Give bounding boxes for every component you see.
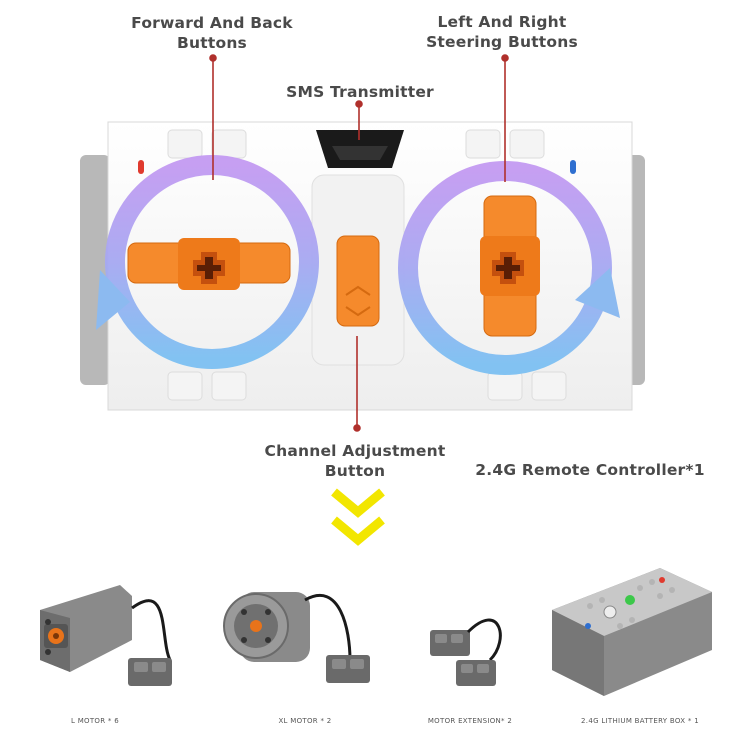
left-right-steering-label: Left And Right Steering Buttons bbox=[426, 13, 578, 51]
power-indicator-icon bbox=[625, 595, 635, 605]
blue-indicator bbox=[570, 160, 576, 174]
motor-extension-image bbox=[430, 618, 502, 686]
sms-transmitter-label: SMS Transmitter bbox=[286, 83, 434, 101]
forward-back-rotation-arrow-icon bbox=[96, 155, 319, 369]
component-caption-l-motor: L MOTOR * 6 bbox=[70, 717, 120, 725]
left-right-steering-button[interactable] bbox=[480, 195, 540, 337]
component-caption-xl-motor: XL MOTOR * 2 bbox=[278, 717, 332, 725]
forward-back-label: Forward And Back Buttons bbox=[131, 14, 293, 52]
forward-back-button[interactable] bbox=[127, 238, 291, 290]
remote-controller bbox=[80, 121, 645, 411]
down-chevron-icon bbox=[331, 488, 385, 546]
channel-adjustment-button[interactable] bbox=[336, 235, 380, 327]
xl-motor-image bbox=[223, 592, 370, 683]
channel-adjustment-label: Channel Adjustment Button bbox=[264, 442, 446, 480]
product-name-label: 2.4G Remote Controller*1 bbox=[475, 461, 705, 479]
battery-box-image bbox=[552, 568, 712, 696]
red-indicator bbox=[138, 160, 144, 174]
component-caption-motor-extension: MOTOR EXTENSION* 2 bbox=[427, 717, 513, 725]
component-caption-battery-box: 2.4G LITHIUM BATTERY BOX * 1 bbox=[581, 717, 699, 725]
l-motor-image bbox=[40, 585, 172, 686]
callout-lines bbox=[209, 54, 509, 432]
